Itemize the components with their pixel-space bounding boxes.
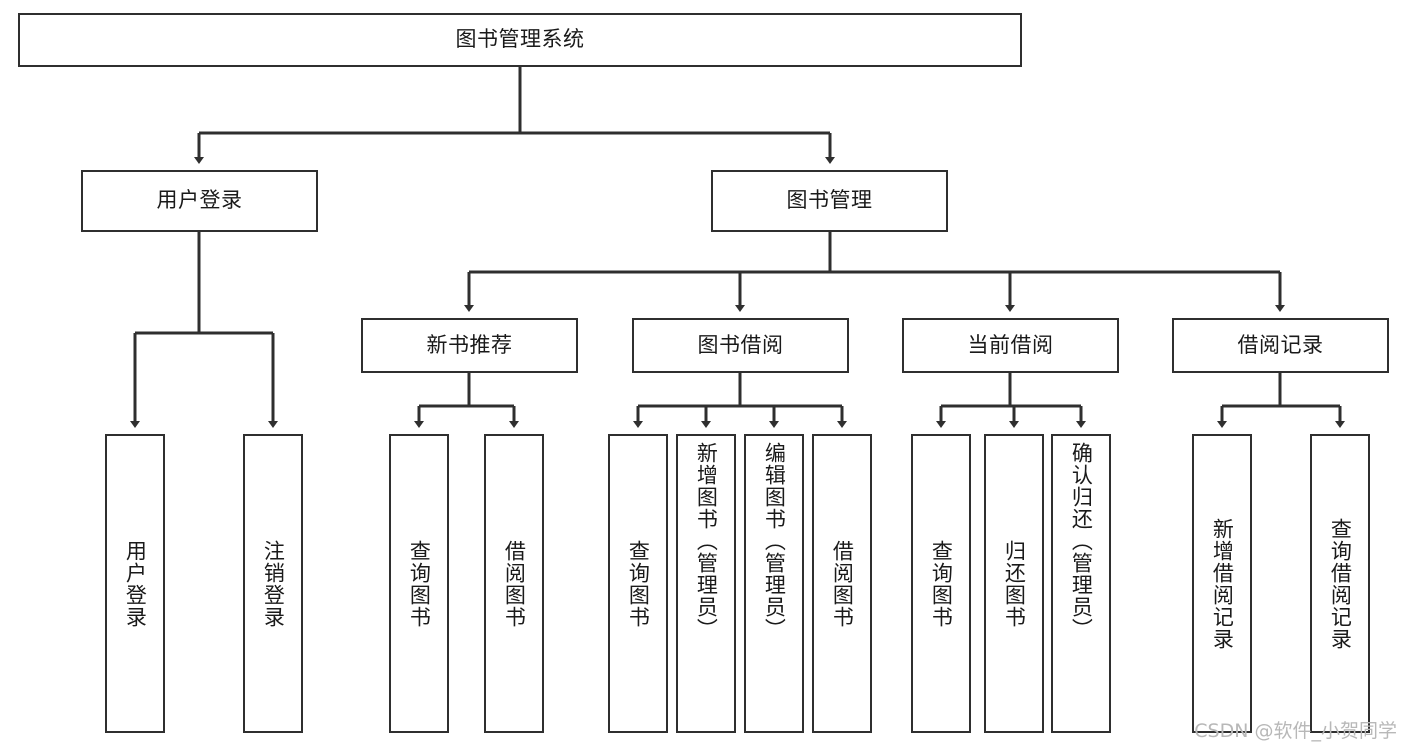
node-leaf-return-book-label: 归还图书 <box>1002 539 1027 628</box>
node-leaf-query-record[interactable]: 查询借阅记录 <box>1310 434 1370 733</box>
node-leaf-confirm-return[interactable]: 确认归还（管理员） <box>1051 434 1111 733</box>
node-new-book-recommend-label: 新书推荐 <box>426 332 513 357</box>
node-leaf-query-book-rec[interactable]: 查询图书 <box>389 434 449 733</box>
node-user-login[interactable]: 用户登录 <box>81 170 318 232</box>
node-leaf-query-book-cur[interactable]: 查询图书 <box>911 434 971 733</box>
node-leaf-add-record[interactable]: 新增借阅记录 <box>1192 434 1252 733</box>
node-leaf-borrow-book-rec[interactable]: 借阅图书 <box>484 434 544 733</box>
node-leaf-query-record-label: 查询借阅记录 <box>1328 517 1353 650</box>
node-leaf-query-book-borrow[interactable]: 查询图书 <box>608 434 668 733</box>
node-borrow-record-label: 借阅记录 <box>1237 332 1324 357</box>
node-leaf-borrow-book-label: 借阅图书 <box>830 539 855 628</box>
node-leaf-query-book-borrow-label: 查询图书 <box>626 539 651 628</box>
node-book-management-label: 图书管理 <box>786 188 873 213</box>
node-leaf-logout[interactable]: 注销登录 <box>243 434 303 733</box>
node-leaf-user-login-label: 用户登录 <box>123 539 148 628</box>
node-leaf-logout-label: 注销登录 <box>261 539 286 628</box>
node-leaf-add-book[interactable]: 新增图书（管理员） <box>676 434 736 733</box>
node-leaf-confirm-return-label: 确认归还（管理员） <box>1069 442 1094 640</box>
node-leaf-query-book-cur-label: 查询图书 <box>929 539 954 628</box>
node-leaf-edit-book[interactable]: 编辑图书（管理员） <box>744 434 804 733</box>
node-root[interactable]: 图书管理系统 <box>18 13 1022 67</box>
node-leaf-borrow-book-rec-label: 借阅图书 <box>502 539 527 628</box>
node-book-borrow-label: 图书借阅 <box>697 332 784 357</box>
node-book-management[interactable]: 图书管理 <box>711 170 948 232</box>
node-leaf-query-book-rec-label: 查询图书 <box>407 539 432 628</box>
node-root-label: 图书管理系统 <box>455 27 585 52</box>
node-leaf-add-record-label: 新增借阅记录 <box>1210 517 1235 650</box>
node-current-borrow-label: 当前借阅 <box>967 332 1054 357</box>
node-borrow-record[interactable]: 借阅记录 <box>1172 318 1389 373</box>
node-leaf-edit-book-label: 编辑图书（管理员） <box>762 442 787 640</box>
node-leaf-add-book-label: 新增图书（管理员） <box>694 442 719 640</box>
node-leaf-return-book[interactable]: 归还图书 <box>984 434 1044 733</box>
node-user-login-label: 用户登录 <box>156 188 243 213</box>
node-leaf-borrow-book[interactable]: 借阅图书 <box>812 434 872 733</box>
node-leaf-user-login[interactable]: 用户登录 <box>105 434 165 733</box>
node-book-borrow[interactable]: 图书借阅 <box>632 318 849 373</box>
node-current-borrow[interactable]: 当前借阅 <box>902 318 1119 373</box>
node-new-book-recommend[interactable]: 新书推荐 <box>361 318 578 373</box>
